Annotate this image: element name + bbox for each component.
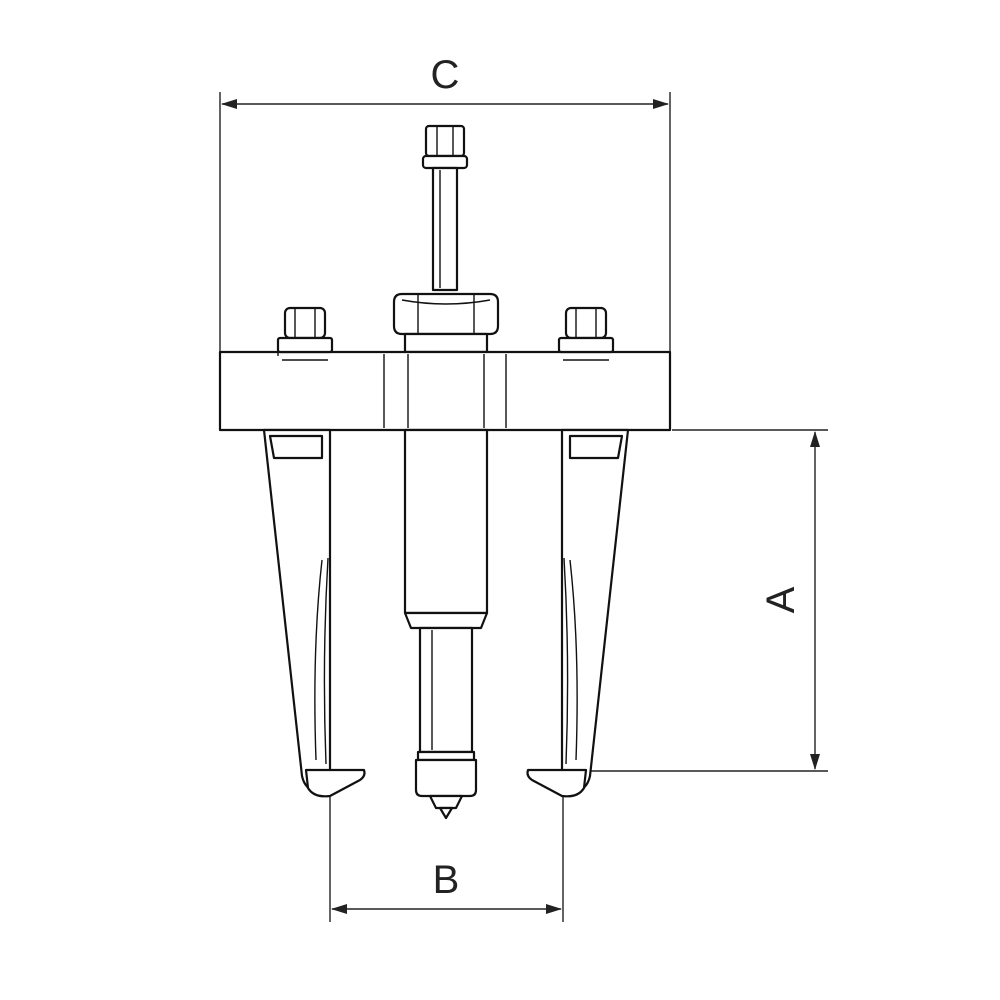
left-jaw-arm [262,428,332,794]
spindle-nut-body [392,292,500,336]
dimension-c-arrow-right [653,99,669,109]
left-jaw-hook [304,768,366,798]
spindle-point [438,806,454,820]
dimension-b-arrow-left [331,904,347,914]
dimension-a-arrow-bottom [810,754,820,770]
dimension-b: B [329,790,564,922]
right-jaw-arm [560,428,630,794]
left-jaw-band [268,434,324,460]
dimension-a-arrow-top [810,431,820,447]
spindle-nut-chamfer [401,299,491,305]
right-jaw-hook [526,768,588,798]
dimension-a-label: A [759,586,803,613]
spindle-rod-ring [416,750,476,762]
right-jaw [526,428,630,798]
dimension-b-label: B [433,858,460,902]
right-jaw-inner-curve [569,559,578,761]
dimension-b-arrow-right [546,904,562,914]
left-arm-bolt [276,306,334,361]
spindle-hex-cap-collar [421,154,469,170]
right-jaw-band [568,434,624,460]
spindle-pressure-cap-base [428,794,464,810]
left-arm-bolt-washer [276,336,334,354]
crossbar-body [218,350,672,432]
spindle-upper-shaft [431,166,459,292]
spindle-lower-body-taper [403,611,489,630]
spindle-tip [414,626,478,820]
spindle-lower-body [403,428,489,630]
spindle-rod [418,626,474,754]
left-arm-bolt-head [283,306,327,340]
spindle-upper-shaft-body [431,166,459,292]
right-arm-bolt-washer [557,336,615,354]
left-jaw-inner-curve-2 [323,557,329,765]
left-jaw [262,428,366,798]
right-arm-bolt [557,306,615,361]
dimension-c: C [219,53,671,352]
spindle-nut-collar [403,332,489,354]
dimension-a: A [586,429,828,772]
crossbar [218,350,672,432]
spindle-hex-cap-body [424,124,466,158]
spindle-pressure-cap [414,758,478,798]
right-arm-bolt-head [564,306,608,340]
dimension-c-label: C [431,53,460,97]
left-jaw-inner-curve [314,559,323,761]
dimension-c-arrow-left [221,99,237,109]
spindle-lower-body-main [403,428,489,615]
spindle-hex-cap [421,124,469,170]
right-jaw-inner-curve-2 [563,557,569,765]
spindle-nut [392,292,500,354]
